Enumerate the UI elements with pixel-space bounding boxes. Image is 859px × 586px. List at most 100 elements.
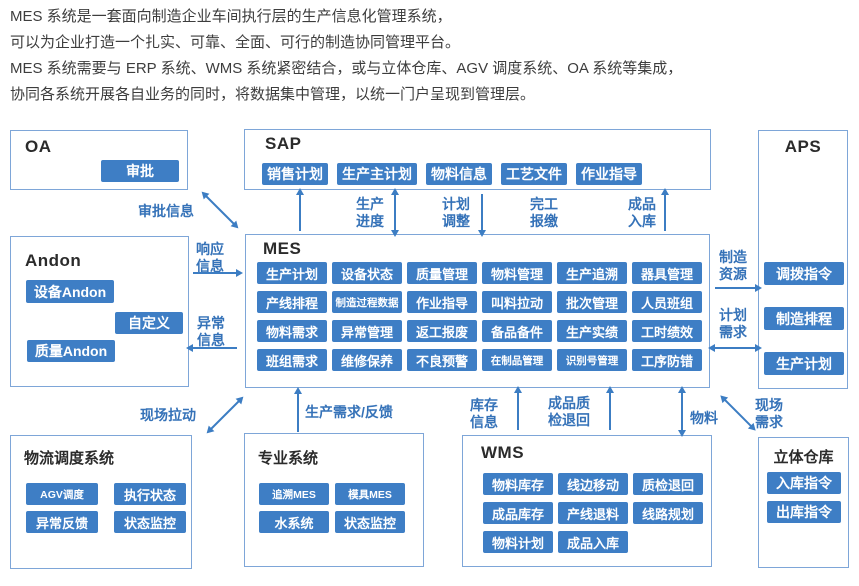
module-chip: 状态监控 <box>114 511 186 533</box>
module-chip: 物料库存 <box>483 473 553 495</box>
production-progress-label: 生产进度 <box>356 196 384 229</box>
module-chip: 调拨指令 <box>764 262 844 285</box>
vertical-double-arrow-icon <box>678 386 686 437</box>
module-chip: 异常管理 <box>332 320 402 342</box>
module-chip: 产线排程 <box>257 291 327 313</box>
finished-inbound-label: 成品入库 <box>628 196 656 229</box>
diagonal-double-arrow-icon <box>205 195 235 225</box>
andon-title: Andon <box>25 251 82 270</box>
warehouse-title: 立体仓库 <box>773 449 834 466</box>
intro-line: 协同各系统开展各自业务的同时，将数据集中管理，以统一门户呈现到管理层。 <box>10 86 536 103</box>
intro-line: MES 系统需要与 ERP 系统、WMS 系统紧密结合，或与立体仓库、AGV 调… <box>10 60 683 77</box>
module-chip: 不良预警 <box>407 349 477 371</box>
diagonal-double-arrow-icon <box>723 398 753 428</box>
diagonal-double-arrow-icon <box>210 400 240 430</box>
module-chip: 物料管理 <box>482 262 552 284</box>
module-chip: 异常反馈 <box>26 511 98 533</box>
module-chip: 执行状态 <box>114 483 186 505</box>
material-label: 物料 <box>690 410 718 426</box>
module-chip: 工时绩效 <box>632 320 702 342</box>
module-chip: 在制品管理 <box>482 349 552 371</box>
aps-module-column: 调拨指令制造排程生产计划 <box>764 262 844 375</box>
mes-title: MES <box>263 239 302 258</box>
module-chip: 生产计划 <box>257 262 327 284</box>
module-chip: 审批 <box>101 160 179 182</box>
module-chip: 生产计划 <box>764 352 844 375</box>
approval-info-label: 审批信息 <box>138 203 194 219</box>
module-chip: 状态监控 <box>335 511 405 533</box>
plan-adjust-label: 计划调整 <box>442 196 470 229</box>
mes-box: MES 生产计划设备状态质量管理物料管理生产追溯器具管理产线排程制造过程数据作业… <box>245 234 710 388</box>
module-chip: 质检退回 <box>633 473 703 495</box>
module-chip: 识别号管理 <box>557 349 627 371</box>
site-pull-label: 现场拉动 <box>140 407 196 423</box>
special-systems-box: 专业系统 追溯MES 模具MES 水系统状态监控 <box>244 433 424 567</box>
right-arrow-icon <box>193 269 243 277</box>
intro-paragraph: MES 系统是一套面向制造企业车间执行层的生产信息化管理系统， 可以为企业打造一个… <box>10 4 855 108</box>
right-arrow-icon <box>715 284 762 292</box>
sap-module-row: 销售计划生产主计划物料信息工艺文件作业指导 <box>262 163 642 185</box>
module-chip: 线边移动 <box>558 473 628 495</box>
module-chip: 作业指导 <box>407 291 477 313</box>
warehouse-module-column: 入库指令出库指令 <box>767 472 841 523</box>
completion-report-label: 完工报缴 <box>530 196 558 229</box>
up-arrow-icon <box>661 188 669 231</box>
module-chip: 质量管理 <box>407 262 477 284</box>
module-chip: 批次管理 <box>557 291 627 313</box>
module-chip: 维修保养 <box>332 349 402 371</box>
module-chip: 生产主计划 <box>337 163 417 185</box>
site-demand-label: 现场需求 <box>755 397 783 430</box>
logistics-title: 物流调度系统 <box>24 450 115 467</box>
module-chip: 水系统 <box>259 511 329 533</box>
module-chip: 质量Andon <box>27 340 115 362</box>
horizontal-double-arrow-icon <box>708 344 762 352</box>
response-info-label: 响应信息 <box>196 241 224 274</box>
module-chip: 生产追溯 <box>557 262 627 284</box>
module-chip: 作业指导 <box>576 163 642 185</box>
module-chip: 模具MES <box>335 483 405 505</box>
module-chip: 班组需求 <box>257 349 327 371</box>
module-chip: 制造排程 <box>764 307 844 330</box>
module-chip: 出库指令 <box>767 501 841 523</box>
andon-box: Andon 设备Andon 自定义 质量Andon <box>10 236 189 387</box>
module-chip: 工艺文件 <box>501 163 567 185</box>
sap-title: SAP <box>265 134 302 153</box>
production-demand-label: 生产需求/反馈 <box>305 404 393 420</box>
module-chip: 工序防错 <box>632 349 702 371</box>
oa-title: OA <box>25 137 52 156</box>
module-chip: 销售计划 <box>262 163 328 185</box>
module-chip: 返工报废 <box>407 320 477 342</box>
intro-line: MES 系统是一套面向制造企业车间执行层的生产信息化管理系统， <box>10 8 452 25</box>
module-chip: 制造过程数据 <box>332 291 402 313</box>
module-chip: 自定义 <box>115 312 183 334</box>
vertical-double-arrow-icon <box>391 188 399 237</box>
module-chip: 物料需求 <box>257 320 327 342</box>
plan-demand-label: 计划需求 <box>719 307 747 340</box>
module-chip: 人员班组 <box>632 291 702 313</box>
module-chip: 设备Andon <box>26 280 114 303</box>
module-chip: 叫料拉动 <box>482 291 552 313</box>
sap-box: SAP 销售计划生产主计划物料信息工艺文件作业指导 <box>244 129 711 190</box>
aps-title: APS <box>784 137 822 156</box>
module-chip: 成品入库 <box>558 531 628 553</box>
up-arrow-icon <box>296 188 304 231</box>
module-chip: 追溯MES <box>259 483 329 505</box>
up-arrow-icon <box>294 387 302 432</box>
module-chip: 器具管理 <box>632 262 702 284</box>
module-chip: 备品备件 <box>482 320 552 342</box>
special-systems-title: 专业系统 <box>258 450 319 467</box>
logistics-box: 物流调度系统 AGV调度执行状态异常反馈状态监控 <box>10 435 192 569</box>
module-chip: 设备状态 <box>332 262 402 284</box>
left-arrow-icon <box>186 344 237 352</box>
module-chip: 产线退料 <box>558 502 628 524</box>
module-chip: 物料信息 <box>426 163 492 185</box>
module-chip: 线路规划 <box>633 502 703 524</box>
logistics-module-grid: AGV调度执行状态异常反馈状态监控 <box>26 483 191 533</box>
intro-line: 可以为企业打造一个扎实、可靠、全面、可行的制造协同管理平台。 <box>10 34 461 51</box>
up-arrow-icon <box>606 386 614 430</box>
module-chip: 成品库存 <box>483 502 553 524</box>
aps-box: APS 调拨指令制造排程生产计划 <box>758 130 848 389</box>
wms-box: WMS 物料库存线边移动质检退回成品库存产线退料线路规划物料计划成品入库 <box>462 435 712 567</box>
inventory-info-label: 库存信息 <box>470 397 498 430</box>
